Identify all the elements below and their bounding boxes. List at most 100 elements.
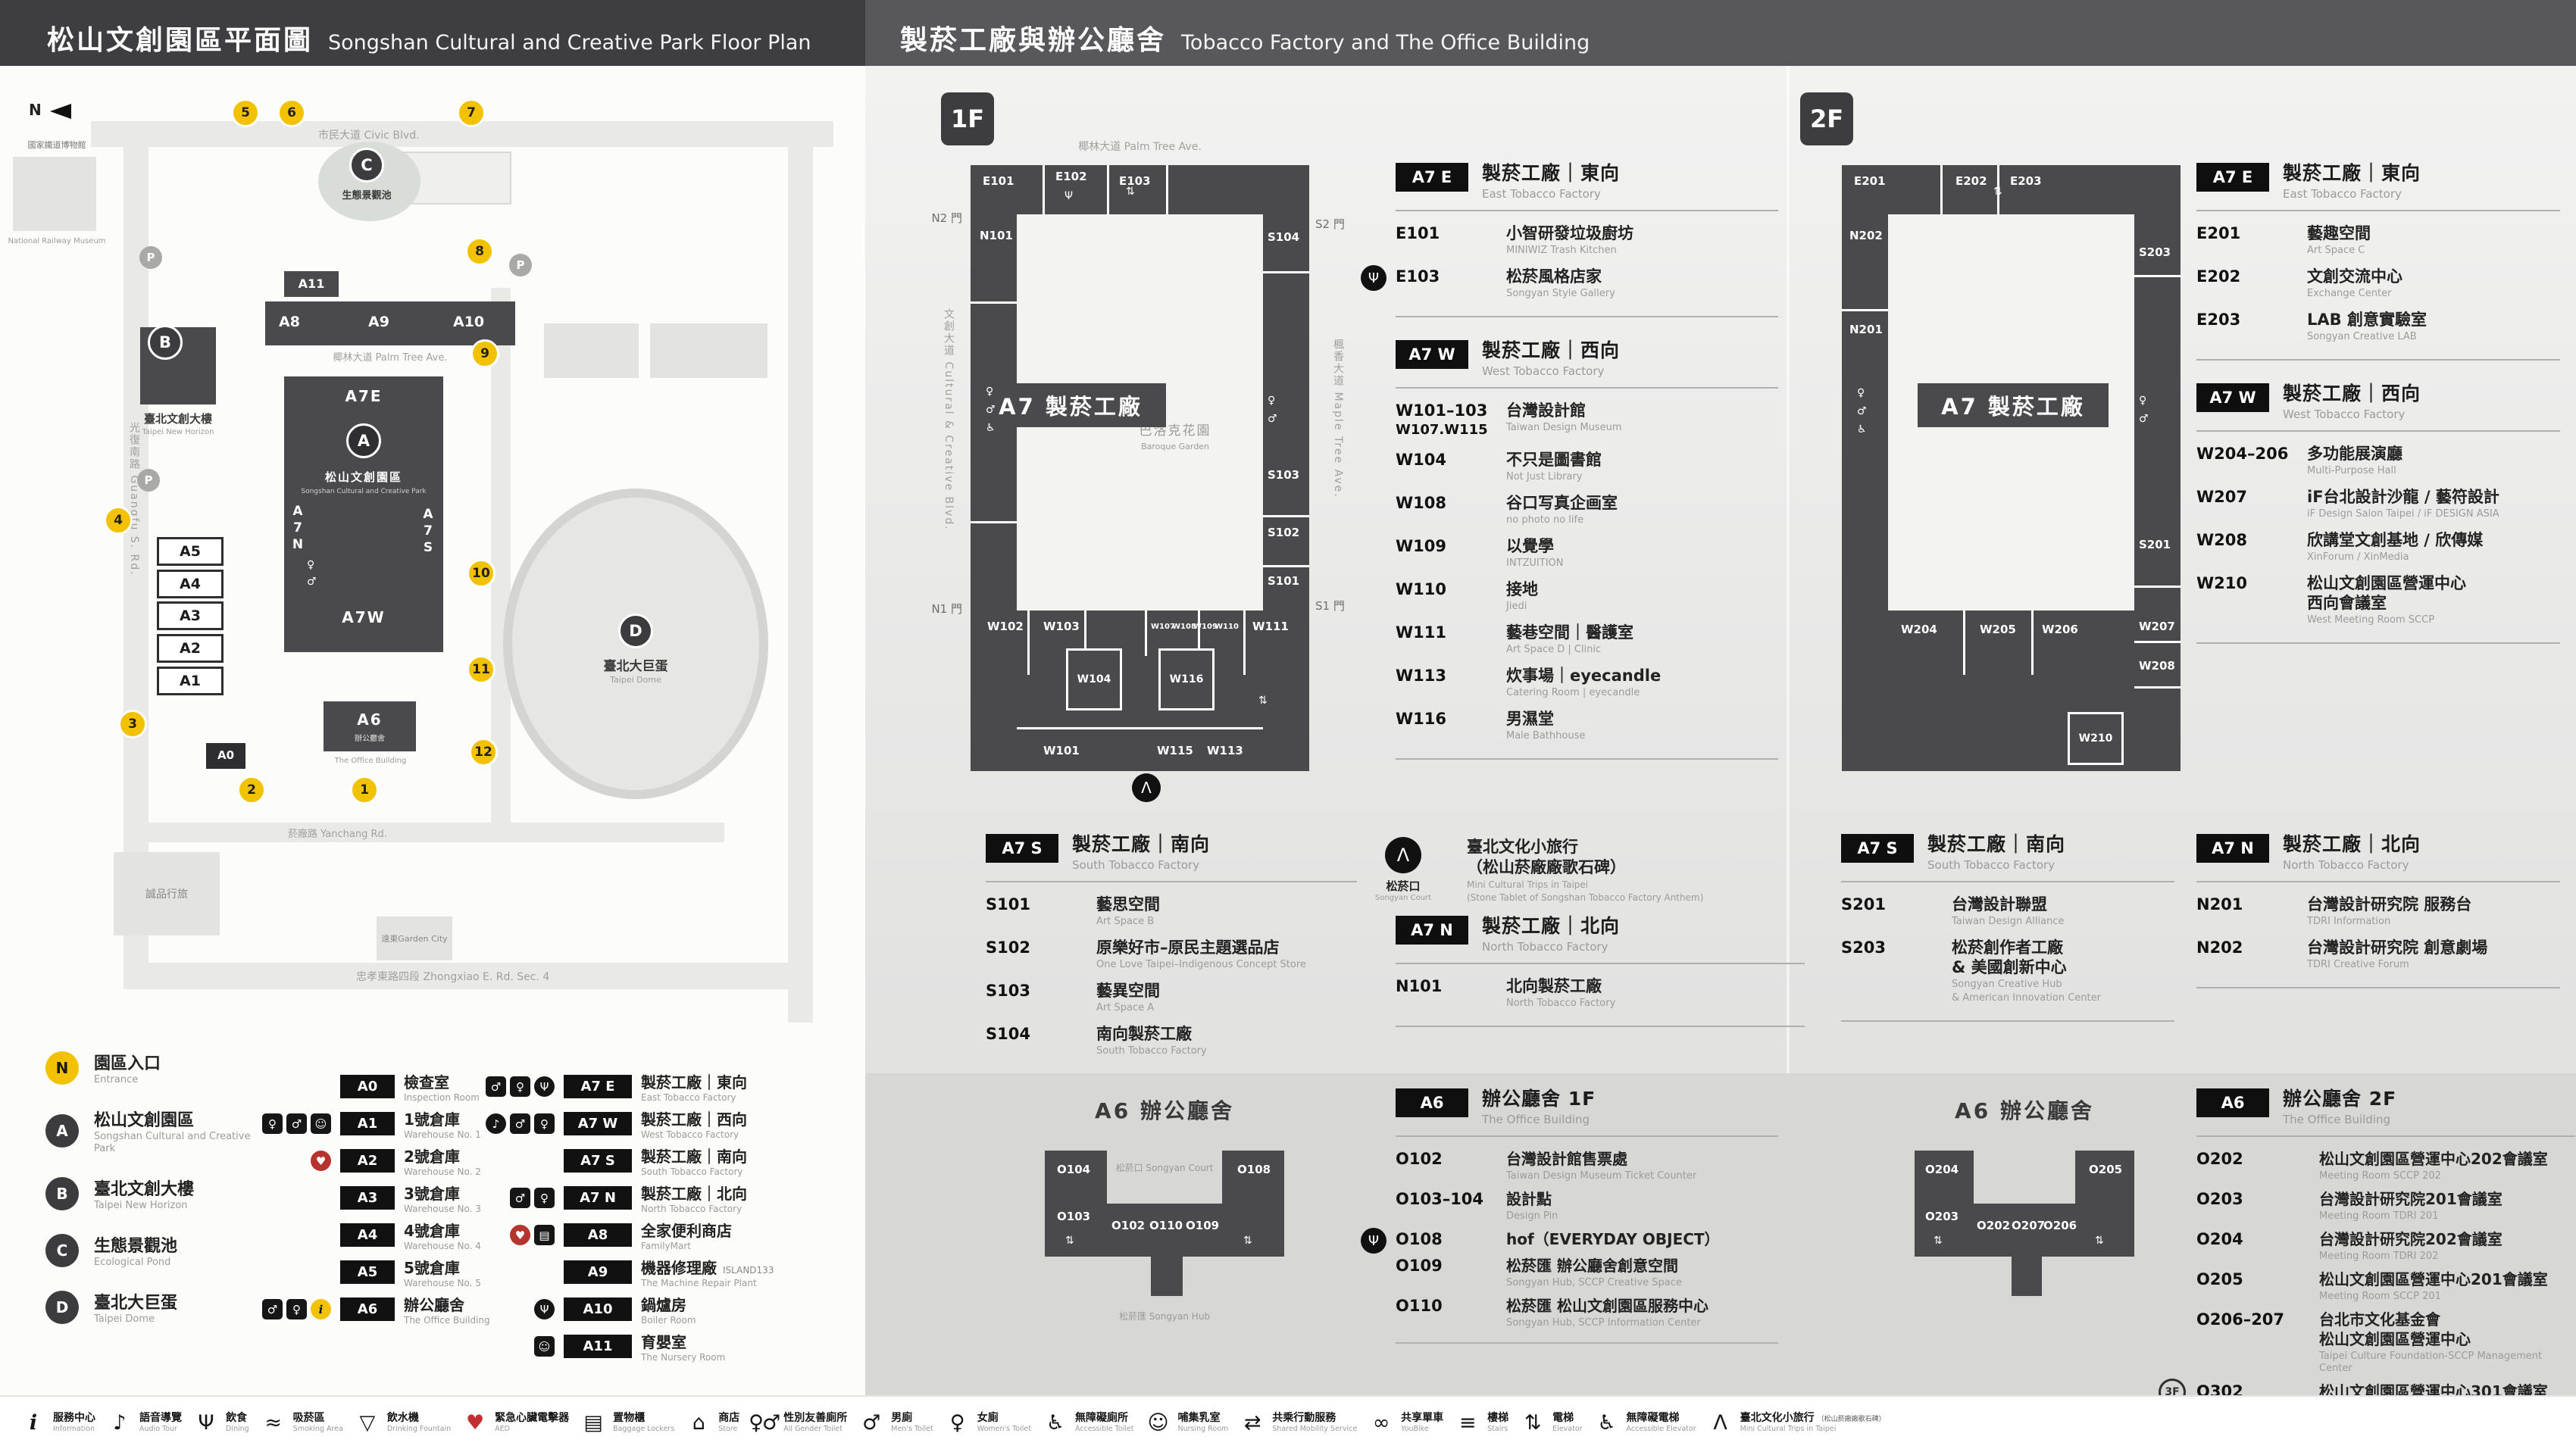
facility-icon	[461, 1410, 489, 1437]
room-row: W108 谷口写真企画室 no photo no life	[1396, 493, 1778, 526]
room-label: S203	[2139, 245, 2171, 259]
facility-icon	[534, 1113, 555, 1134]
legend-zh: 4號倉庫	[404, 1222, 460, 1240]
room-name: 炊事場｜eyecandle Catering Room | eyecandle	[1506, 667, 1662, 698]
room-w104: W104	[1066, 648, 1122, 710]
room-label: O110	[1149, 1219, 1183, 1232]
legend-landmark-zh: 園區入口	[94, 1054, 161, 1073]
section-tag: A6	[2196, 1088, 2269, 1117]
legend-landmark-item: D 臺北大巨蛋 Taipei Dome	[45, 1289, 257, 1326]
facility-item: 置物櫃 Baggage Lockers	[580, 1410, 674, 1437]
plan-south-wing	[971, 611, 1309, 771]
facility-item: 無障礙電梯 Accessible Elevator	[1593, 1410, 1696, 1437]
room-label: N201	[1849, 323, 1883, 336]
room-row: E101 小智研發垃圾廚坊 MINIWIZ Trash Kitchen	[1396, 223, 1778, 257]
legend-zh: 機器修理廠	[641, 1259, 717, 1277]
facility-en: Accessible Elevator	[1626, 1425, 1696, 1433]
facility-icon	[510, 1076, 530, 1097]
legend-tag: A5	[340, 1260, 395, 1284]
legend-landmark-item: A 松山文創園區 Songshan Cultural and Creative …	[45, 1107, 257, 1155]
section-subtitle: East Tobacco Factory	[1482, 187, 1601, 201]
facility-icon	[260, 1410, 287, 1437]
legend-note: ISLAND133	[723, 1265, 774, 1276]
plan-north-wing	[971, 165, 1309, 214]
facility-icon	[1368, 1410, 1395, 1437]
room-id: W113	[1396, 667, 1446, 685]
street-label-palm: 椰林大道 Palm Tree Ave.	[1078, 141, 1202, 153]
section-tag: A7 S	[986, 834, 1058, 863]
room-label: O104	[1057, 1163, 1091, 1176]
legend-en: South Tobacco Factory	[641, 1166, 743, 1177]
facility-en: Baggage Lockers	[613, 1425, 675, 1433]
facility-icon	[486, 1076, 506, 1097]
factory-title-zh: 製菸工廠與辦公廳舍	[900, 25, 1167, 56]
legend-en: East Tobacco Factory	[641, 1092, 736, 1103]
men-toilet-icon	[2139, 411, 2149, 425]
section-tag: A7 E	[2196, 163, 2269, 192]
dining-icon	[1064, 188, 1073, 202]
facility-icon	[534, 1299, 555, 1319]
women-toilet-icon	[1857, 385, 1865, 399]
legend-zh: 3號倉庫	[404, 1185, 460, 1203]
warehouse-box: A1	[157, 667, 224, 695]
a6-2f-plan: O204 O203 O202 O207 O206 O205	[1899, 1134, 2149, 1338]
legend-badge: D	[45, 1291, 79, 1324]
room-row: S104 南向製菸工廠 South Tobacco Factory	[986, 1025, 1207, 1057]
legend-tag: A3	[340, 1186, 395, 1210]
women-toilet-icon	[307, 557, 314, 571]
facility-icon	[534, 1188, 555, 1208]
room-row: W104 不只是圖書館 Not Just Library	[1396, 450, 1778, 483]
legend-badge: N	[45, 1051, 79, 1085]
a7-plan-title: A7 製菸工廠	[975, 383, 1166, 427]
room-label: W111	[1252, 620, 1289, 633]
facility-icon	[262, 1299, 283, 1319]
room-row: W116 男濕堂 Male Bathhouse	[1396, 709, 1778, 742]
room-name: 小智研發垃圾廚坊 MINIWIZ Trash Kitchen	[1506, 224, 1633, 256]
elevator-icon	[1993, 183, 2002, 198]
entrance-number: 4	[104, 506, 133, 535]
facility-icon	[858, 1410, 885, 1437]
legend-tag: A10	[564, 1298, 632, 1321]
facility-en: Store	[718, 1425, 738, 1433]
legend-zh: 辦公廳舍	[404, 1296, 464, 1314]
facility-icon	[1042, 1410, 1069, 1437]
section-tag: A7 W	[1396, 340, 1468, 369]
entrance-number: 5	[231, 98, 260, 127]
room-label: O103	[1057, 1210, 1091, 1223]
facility-zh: 置物櫃	[613, 1412, 646, 1424]
facility-en: Shared Mobility Service	[1272, 1425, 1358, 1433]
legend-item: A7 N 製菸工廠｜北向 North Tobacco Factory	[470, 1184, 774, 1214]
facility-icon	[1593, 1410, 1621, 1437]
legend-item: A4 4號倉庫 Warehouse No. 4	[246, 1221, 490, 1251]
room-label: O206	[2043, 1219, 2077, 1232]
legend-badge: C	[45, 1234, 79, 1267]
facility-item: 吸菸區 Smoking Area	[260, 1410, 343, 1437]
office-building-band: A6 辦公廳舍 O104 O103 O102 O110 O109 O108 松菸…	[865, 1073, 2576, 1429]
facility-en: Accessible Toilet	[1074, 1425, 1134, 1433]
legend-en: Warehouse No. 2	[404, 1166, 481, 1177]
room-id: E103	[1396, 267, 1440, 286]
legend-zh: 製菸工廠｜南向	[641, 1148, 747, 1166]
street-label-yanchang: 菸廠路 Yanchang Rd.	[288, 829, 387, 840]
facility-icon	[534, 1076, 555, 1097]
room-label: W107	[1151, 623, 1175, 631]
new-horizon-label-en: Taipei New Horizon	[142, 428, 214, 436]
room-label: E203	[2010, 174, 2042, 188]
a6-map-label-en: The Office Building	[334, 757, 407, 765]
facility-icon	[20, 1410, 47, 1437]
legend-zh: 2號倉庫	[404, 1148, 460, 1166]
street-label-cultural: 文創大道 Cultural & Creative Blvd.	[943, 308, 955, 531]
room-id: W116	[1396, 710, 1446, 728]
facility-en: Elevator	[1552, 1425, 1583, 1433]
pond-label: 生態景觀池	[342, 190, 392, 201]
facility-icon	[685, 1410, 712, 1437]
facility-icon	[354, 1410, 381, 1437]
women-toilet-icon	[2139, 392, 2146, 407]
facility-zh: 樓梯	[1487, 1412, 1509, 1424]
